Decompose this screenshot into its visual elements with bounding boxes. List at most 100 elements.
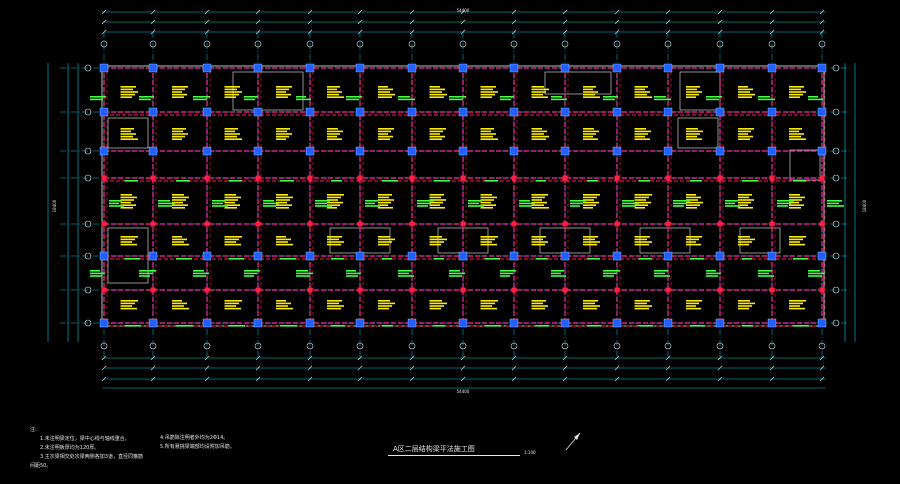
column [458,63,468,73]
beam-annotation-mark [531,196,545,199]
column [817,107,827,117]
beam-annotation-mark [583,204,596,206]
beam-annotation-mark [296,270,308,272]
beam-annotation-mark [634,300,650,302]
axis-bubble-top [100,40,108,48]
beam-annotation-mark [777,202,791,205]
axis-bubble-right [832,252,840,260]
dimension-tick [307,376,313,382]
beam-annotation-mark [276,194,288,196]
column-small [460,221,466,227]
column-small [101,287,107,293]
beam-annotation-mark [365,205,380,207]
beam-annotation-mark [634,238,647,241]
beam-annotation-mark [172,133,188,135]
beam-annotation-mark [228,325,245,327]
beam-annotation-mark [706,270,716,272]
beam-annotation-mark [224,300,242,302]
beam-annotation-mark [583,86,596,88]
beam-annotation-mark [531,194,548,196]
beam-annotation-mark [327,194,344,196]
beam-annotation-mark [480,241,492,243]
beam-annotation-mark [327,135,337,138]
room-outline [232,71,304,111]
column [767,251,777,261]
beam-annotation-mark [468,205,484,207]
beam-annotation-mark [480,138,498,140]
beam-annotation-mark [120,194,132,196]
beam-annotation-mark [109,205,124,207]
beam-annotation-mark [378,201,391,204]
axis-bubble-bottom [459,342,467,350]
column [202,146,212,156]
beam-annotation-mark [378,241,392,243]
dimension-tick [204,355,210,361]
beam-annotation-mark [634,201,651,204]
axis-bubble-top [254,40,262,48]
beam-annotation-mark [120,88,133,91]
beam-annotation-mark [276,91,286,93]
beam-annotation-mark [531,88,549,91]
title-underline [388,455,520,456]
column-small [769,175,775,181]
drawing-title: A区二层结构梁平法施工图 [393,445,475,453]
beam-annotation-mark [378,300,390,302]
beam-annotation-mark [535,258,548,260]
beam-annotation-mark [172,204,188,206]
axis-bubble-left [84,252,92,260]
beam-annotation-mark [224,207,237,209]
column-small [409,175,415,181]
column [202,107,212,117]
dimension-tick [562,376,568,382]
column [612,107,622,117]
column [458,107,468,117]
column-small [101,175,107,181]
column [560,146,570,156]
beam-annotation-mark [789,128,802,130]
column-small [819,175,825,181]
column [509,251,519,261]
axis-bubble-right [832,174,840,182]
beam-annotation-mark [429,86,440,88]
axis-bubble-bottom [203,342,211,350]
beam-annotation-mark [378,194,392,196]
beam-annotation-mark [789,305,800,307]
beam-annotation-mark [587,325,601,327]
beam-annotation-mark [686,307,701,310]
beam-annotation-mark [90,96,106,98]
beam-annotation-mark [378,204,388,206]
dimension-tick [409,19,415,25]
column [767,63,777,73]
beam-annotation-mark [429,93,447,96]
dimension-tick [819,9,825,15]
column [767,146,777,156]
axis-bubble-bottom [510,342,518,350]
beam-annotation-mark [789,238,803,241]
dimension-tick [614,365,620,371]
column-small [769,221,775,227]
column [148,318,158,328]
beam-annotation-mark [484,258,500,260]
beam-annotation-mark [634,307,649,310]
axis-bubble-bottom [100,342,108,350]
beam-annotation-mark [808,272,825,275]
column [99,318,109,328]
beam-annotation-mark [738,93,755,96]
axis-bubble-right [832,286,840,294]
column-small [307,287,313,293]
beam-annotation-mark [433,258,444,260]
dimension-tick [819,355,825,361]
column-small [307,221,313,227]
beam-annotation-mark [706,96,722,98]
beam-annotation-mark [789,96,800,98]
column [560,63,570,73]
room-outline [544,71,612,95]
beam-annotation-mark [120,307,137,310]
beam-annotation-mark [429,302,447,305]
column [148,107,158,117]
beam-annotation-mark [172,305,184,307]
beam-annotation-mark [634,88,645,91]
beam-annotation-mark [276,128,290,130]
beam-annotation-mark [327,201,343,204]
beam-annotation-mark [346,272,361,275]
